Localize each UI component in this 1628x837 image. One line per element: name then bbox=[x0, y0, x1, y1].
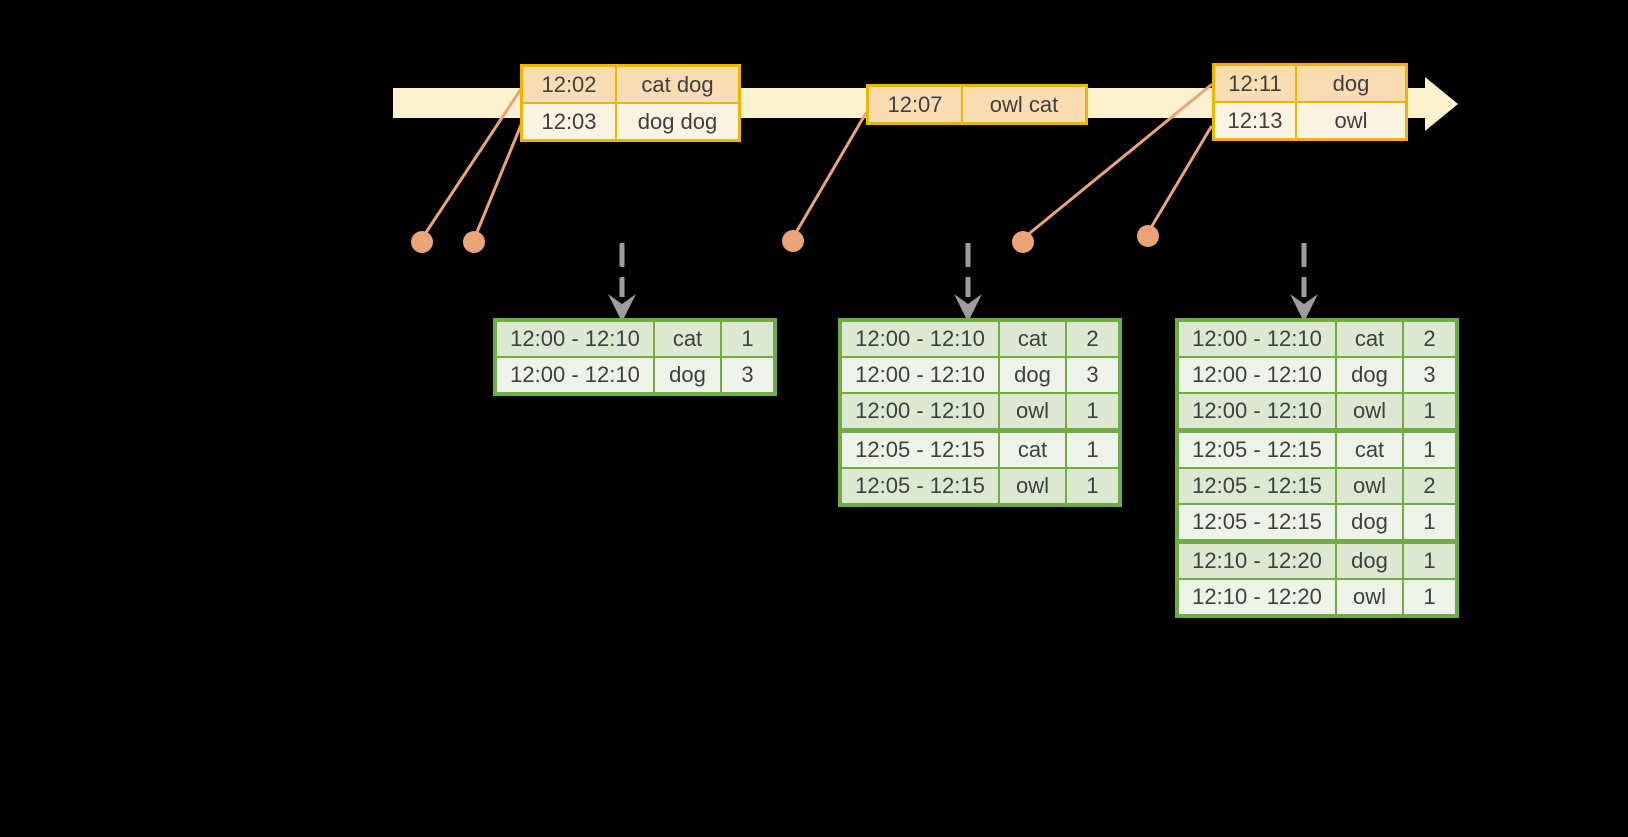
event-words-cell: cat dog bbox=[615, 64, 741, 104]
count-cell: 1 bbox=[1065, 392, 1121, 432]
word-cell: owl bbox=[998, 392, 1067, 432]
word-cell: dog bbox=[1335, 503, 1404, 543]
event-markers bbox=[411, 225, 1159, 253]
event-time-cell: 12:07 bbox=[866, 84, 963, 125]
event-words-cell: owl bbox=[1295, 101, 1408, 141]
event-words-cell: owl cat bbox=[961, 84, 1088, 125]
event-time-cell: 12:11 bbox=[1212, 63, 1297, 103]
event-marker-dot bbox=[1137, 225, 1159, 247]
event-marker-dot bbox=[411, 231, 433, 253]
event-time-cell: 12:13 bbox=[1212, 101, 1297, 141]
event-connector-line bbox=[792, 111, 868, 238]
count-cell: 1 bbox=[1065, 467, 1121, 506]
event-marker-dot bbox=[463, 231, 485, 253]
window-range-cell: 12:00 - 12:10 bbox=[1176, 356, 1337, 394]
event-marker-dot bbox=[1012, 231, 1034, 253]
window-range-cell: 12:05 - 12:15 bbox=[839, 428, 1000, 469]
window-range-cell: 12:05 - 12:15 bbox=[1176, 428, 1337, 469]
word-cell: owl bbox=[1335, 578, 1404, 617]
window-range-cell: 12:05 - 12:15 bbox=[1176, 467, 1337, 505]
window-range-cell: 12:00 - 12:10 bbox=[1176, 319, 1337, 358]
event-time-cell: 12:03 bbox=[520, 102, 617, 142]
count-cell: 1 bbox=[1402, 503, 1458, 543]
word-cell: owl bbox=[998, 467, 1067, 506]
window-range-cell: 12:00 - 12:10 bbox=[494, 319, 655, 358]
window-range-cell: 12:00 - 12:10 bbox=[839, 356, 1000, 394]
trigger-arrowhead-icon bbox=[1290, 294, 1318, 322]
window-range-cell: 12:05 - 12:15 bbox=[839, 467, 1000, 506]
event-words-cell: dog bbox=[1295, 63, 1408, 103]
word-cell: dog bbox=[998, 356, 1067, 394]
word-cell: cat bbox=[1335, 319, 1404, 358]
window-range-cell: 12:10 - 12:20 bbox=[1176, 539, 1337, 580]
count-cell: 2 bbox=[1402, 467, 1458, 505]
word-cell: dog bbox=[1335, 356, 1404, 394]
count-cell: 1 bbox=[1065, 428, 1121, 469]
event-time-cell: 12:02 bbox=[520, 64, 617, 104]
trigger-arrowhead-icon bbox=[954, 294, 982, 322]
timeline-arrowhead-icon bbox=[1425, 77, 1458, 131]
event-connector-line bbox=[1023, 83, 1213, 239]
word-cell: cat bbox=[653, 319, 722, 358]
count-cell: 1 bbox=[1402, 428, 1458, 469]
window-range-cell: 12:00 - 12:10 bbox=[494, 356, 655, 395]
count-cell: 3 bbox=[720, 356, 776, 395]
count-cell: 3 bbox=[1402, 356, 1458, 394]
event-connector-line bbox=[421, 87, 523, 239]
window-range-cell: 12:00 - 12:10 bbox=[839, 392, 1000, 432]
event-connectors bbox=[421, 83, 1213, 239]
count-cell: 3 bbox=[1065, 356, 1121, 394]
count-cell: 2 bbox=[1402, 319, 1458, 358]
word-cell: owl bbox=[1335, 467, 1404, 505]
event-marker-dot bbox=[782, 230, 804, 252]
count-cell: 1 bbox=[1402, 578, 1458, 617]
count-cell: 1 bbox=[1402, 392, 1458, 432]
event-words-cell: dog dog bbox=[615, 102, 741, 142]
window-range-cell: 12:05 - 12:15 bbox=[1176, 503, 1337, 543]
trigger-arrows bbox=[608, 243, 1318, 322]
word-cell: dog bbox=[653, 356, 722, 395]
word-cell: dog bbox=[1335, 539, 1404, 580]
window-range-cell: 12:00 - 12:10 bbox=[839, 319, 1000, 358]
count-cell: 1 bbox=[1402, 539, 1458, 580]
window-range-cell: 12:10 - 12:20 bbox=[1176, 578, 1337, 617]
event-connector-line bbox=[473, 123, 523, 239]
trigger-arrowhead-icon bbox=[608, 294, 636, 322]
count-cell: 2 bbox=[1065, 319, 1121, 358]
window-range-cell: 12:00 - 12:10 bbox=[1176, 392, 1337, 432]
word-cell: cat bbox=[1335, 428, 1404, 469]
event-connector-line bbox=[1147, 125, 1213, 233]
word-cell: owl bbox=[1335, 392, 1404, 432]
word-cell: cat bbox=[998, 428, 1067, 469]
count-cell: 1 bbox=[720, 319, 776, 358]
word-cell: cat bbox=[998, 319, 1067, 358]
